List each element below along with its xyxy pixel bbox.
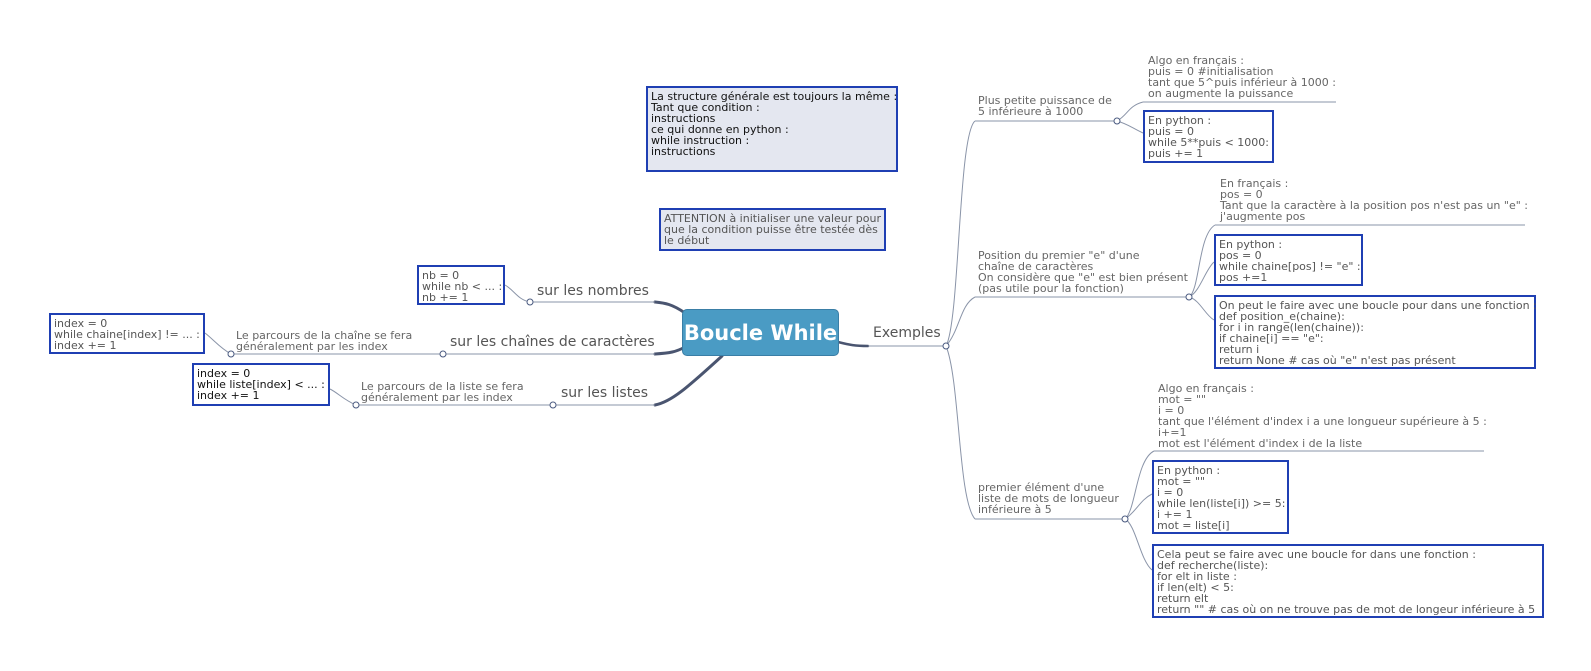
example-1-label: Plus petite puissance de 5 inférieure à … (978, 94, 1112, 118)
topic-nombres[interactable]: sur les nombres (537, 283, 649, 299)
example-3-function: Cela peut se faire avec une boucle for d… (1152, 544, 1544, 618)
code-box-nombres: nb = 0 while nb < ... : nb += 1 (417, 265, 505, 305)
topic-listes[interactable]: sur les listes (561, 385, 649, 401)
code-box-chaines: index = 0 while chaine[index] != ... : i… (49, 313, 205, 354)
link-central-nombres (653, 300, 687, 315)
central-topic[interactable]: Boucle While (682, 309, 839, 356)
example-2-python: En python : pos = 0 while chaine[pos] !=… (1214, 234, 1363, 286)
example-3-label: premier élément d'une liste de mots de l… (978, 481, 1119, 516)
note-chaines: Le parcours de la chaîne se fera général… (236, 329, 413, 353)
link-central-exemples (836, 340, 870, 348)
example-3-python: En python : mot = "" i = 0 while len(lis… (1152, 460, 1289, 534)
topic-exemples[interactable]: Exemples (873, 325, 941, 341)
example-1-python: En python : puis = 0 while 5**puis < 100… (1143, 110, 1274, 163)
example-2-function: On peut le faire avec une boucle pour da… (1214, 295, 1537, 369)
link-central-chaines (653, 345, 687, 356)
example-1-algo: Algo en français : puis = 0 #initialisat… (1148, 54, 1336, 100)
general-structure-note: La structure générale est toujours la mê… (646, 86, 898, 172)
example-2-algo: En français : pos = 0 Tant que la caract… (1220, 177, 1528, 223)
note-listes: Le parcours de la liste se fera générale… (361, 380, 524, 404)
code-box-listes: index = 0 while liste[index] < ... : ind… (192, 363, 330, 406)
topic-chaines[interactable]: sur les chaînes de caractères (450, 334, 655, 350)
attention-note: ATTENTION à initialiser une valeur pour … (659, 208, 886, 251)
link-central-listes (653, 354, 724, 407)
example-2-label: Position du premier "e" d'une chaîne de … (978, 249, 1188, 295)
example-3-algo: Algo en français : mot = "" i = 0 tant q… (1158, 382, 1487, 450)
